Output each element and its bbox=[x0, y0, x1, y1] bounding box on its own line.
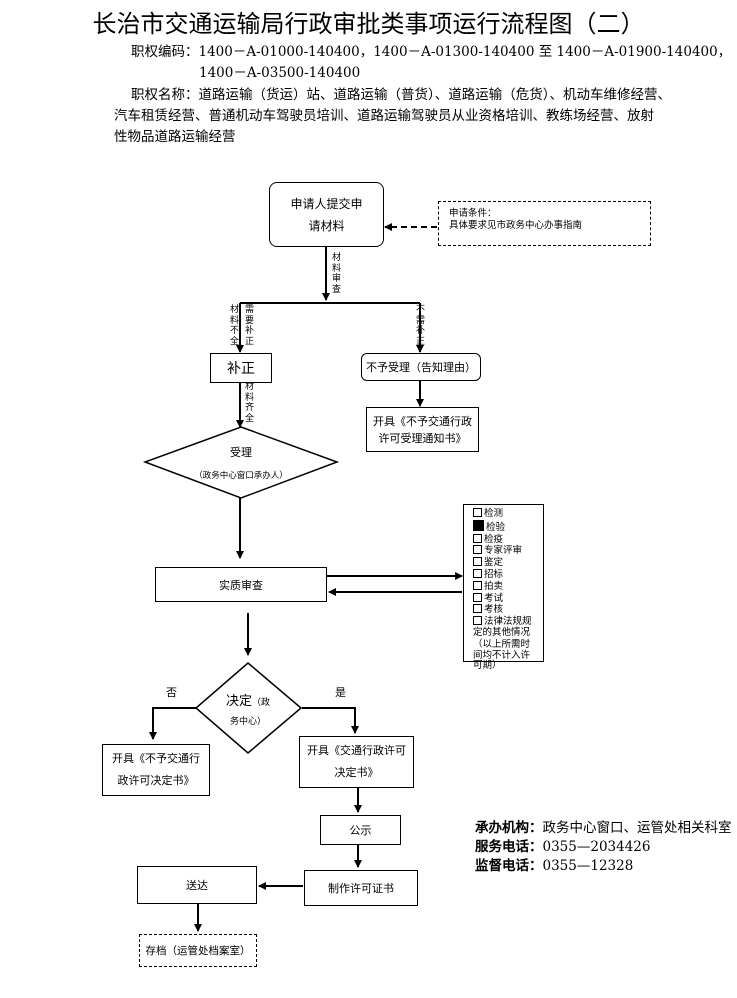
contact-block: 承办机构：政务中心窗口、运管处相关科室 服务电话：0355—2034426 监督… bbox=[475, 819, 732, 876]
arrow-decision-yes bbox=[302, 707, 359, 734]
checkbox-icon bbox=[473, 508, 482, 517]
checklist-item: 检疫 bbox=[473, 533, 539, 546]
service-value: 0355—2034426 bbox=[542, 839, 651, 855]
checkbox-icon bbox=[473, 545, 482, 555]
apply-text-1: 申请人提交申 bbox=[290, 196, 363, 211]
checklist-item-label: 拍卖 bbox=[484, 580, 504, 592]
checklist-item: 招标 bbox=[473, 568, 539, 581]
checkbox-icon bbox=[473, 557, 482, 567]
checklist-item: 鉴定 bbox=[473, 557, 539, 569]
decision-subtext-2: 务中心） bbox=[229, 717, 266, 727]
archive-box: 存档（运管处档案室） bbox=[139, 934, 257, 967]
name-label: 职权名称： bbox=[131, 87, 199, 103]
decision-subtext-1: （政 bbox=[252, 698, 271, 708]
accept-diamond bbox=[142, 426, 340, 499]
checkbox-icon bbox=[473, 580, 482, 590]
checkbox-icon bbox=[473, 568, 482, 578]
substantive-review-box: 实质审查 bbox=[155, 567, 327, 602]
make-certificate-box: 制作许可证书 bbox=[304, 870, 418, 906]
name-line-2: 汽车租赁经营、普通机动车驾驶员培训、道路运输驾驶员从业资格培训、教练场经营、放射 bbox=[114, 108, 654, 124]
deliver-box: 送达 bbox=[137, 866, 257, 904]
org-line: 承办机构：政务中心窗口、运管处相关科室 bbox=[475, 819, 732, 838]
checklist-item-label: 招标 bbox=[484, 568, 504, 580]
code-line-1: 职权编码：1400－A-01000-140400，1400－A-01300-14… bbox=[131, 42, 731, 62]
deny-text-1: 开具《不予交通行 bbox=[112, 752, 200, 765]
org-label: 承办机构： bbox=[475, 820, 543, 836]
need-correction-label: 需要补正 bbox=[244, 305, 254, 347]
apply-text-2: 请材料 bbox=[308, 218, 345, 233]
complete-label: 材料齐全 bbox=[244, 382, 254, 424]
checkbox-icon bbox=[473, 592, 482, 602]
deny-text-2: 政许可决定书》 bbox=[117, 774, 195, 787]
service-label: 服务电话： bbox=[475, 839, 543, 855]
checklist-item-label: 考试 bbox=[484, 592, 504, 604]
supervise-label: 监督电话： bbox=[475, 858, 543, 874]
code-label: 职权编码： bbox=[131, 44, 199, 60]
checklist-item: 考核 bbox=[473, 604, 539, 616]
org-value: 政务中心窗口、运管处相关科室 bbox=[542, 820, 732, 836]
checkbox-icon bbox=[473, 616, 482, 626]
apply-box: 申请人提交申 请材料 bbox=[269, 182, 384, 247]
checklist-item-label: 专家评审 bbox=[484, 545, 523, 557]
accept-sublabel: （政务中心窗口承办人） bbox=[194, 471, 288, 481]
accept-label: 受理 bbox=[230, 446, 252, 459]
reject-notice-text-1: 开具《不予交通行政 bbox=[373, 414, 472, 428]
checklist-items: 检测检验检疫专家评审鉴定招标拍卖考试考核法律法规规定的其他情况 bbox=[473, 508, 539, 639]
supervise-line: 监督电话：0355—12328 bbox=[475, 857, 732, 876]
name-line-3: 性物品道路运输经营 bbox=[114, 129, 236, 145]
incomplete-label: 材料不全 bbox=[229, 305, 239, 347]
correction-box: 补正 bbox=[210, 353, 272, 383]
checklist-item-label: 检验 bbox=[486, 521, 506, 533]
checklist-item-label: 检疫 bbox=[484, 533, 504, 545]
checklist-item: 拍卖 bbox=[473, 580, 539, 593]
checklist-note: （以上所需时间均不计入许可期） bbox=[473, 638, 531, 672]
supervise-value: 0355—12328 bbox=[542, 858, 634, 874]
deny-box: 开具《不予交通行 政许可决定书》 bbox=[102, 744, 210, 796]
checklist-item: 检测 bbox=[473, 508, 539, 520]
checkbox-checked-icon bbox=[473, 519, 484, 531]
conditions-text: 具体要求见市政务中心办事指南 bbox=[449, 220, 583, 231]
decision-diamond bbox=[194, 662, 303, 754]
checklist-item: 法律法规规定的其他情况 bbox=[473, 616, 539, 639]
checklist-item-label: 检测 bbox=[484, 508, 504, 519]
grant-text-1: 开具《交通行政许可 bbox=[307, 744, 406, 757]
decision-label: 决定（政 bbox=[200, 690, 296, 709]
checklist-box: 检测检验检疫专家评审鉴定招标拍卖考试考核法律法规规定的其他情况 （以上所需时间均… bbox=[463, 504, 544, 671]
grant-text-2: 决定书》 bbox=[334, 766, 379, 779]
not-needed-label: 不需补正 bbox=[415, 305, 425, 347]
name-value-1: 道路运输（货运）站、道路运输（普货）、道路运输（危货）、机动车维修经营、 bbox=[198, 87, 672, 103]
code-line-2: 1400－A-03500-140400 bbox=[199, 65, 361, 81]
code-value-1: 1400－A-01000-140400，1400－A-01300-140400 … bbox=[198, 44, 732, 60]
checklist-item-label: 法律法规规定的其他情况 bbox=[473, 616, 532, 638]
yes-label: 是 bbox=[335, 686, 346, 699]
checklist-item: 检验 bbox=[473, 519, 539, 534]
checklist-item: 专家评审 bbox=[473, 545, 539, 557]
checklist-item-label: 鉴定 bbox=[484, 557, 504, 569]
name-line-1: 职权名称：道路运输（货运）站、道路运输（普货）、道路运输（危货）、机动车维修经营… bbox=[131, 85, 671, 105]
review-label: 材料审查 bbox=[331, 253, 341, 295]
publicize-box: 公示 bbox=[320, 815, 401, 845]
checklist-item-label: 考核 bbox=[484, 604, 504, 616]
checkbox-icon bbox=[473, 533, 482, 543]
conditions-box: 申请条件： 具体要求见市政务中心办事指南 bbox=[438, 201, 651, 246]
decision-text: 决定 bbox=[225, 694, 252, 709]
checkbox-icon bbox=[473, 604, 482, 614]
reject-notice-text-2: 许可受理通知书》 bbox=[378, 431, 467, 445]
no-label: 否 bbox=[166, 686, 177, 699]
grant-box: 开具《交通行政许可 决定书》 bbox=[299, 736, 414, 788]
service-line: 服务电话：0355—2034426 bbox=[475, 838, 732, 857]
page-title: 长治市交通运输局行政审批类事项运行流程图（二） bbox=[92, 10, 645, 38]
checklist-item: 考试 bbox=[473, 592, 539, 605]
arrow-decision-no bbox=[149, 707, 196, 740]
reject-box: 不予受理（告知理由） bbox=[361, 353, 481, 381]
reject-notice-box: 开具《不予交通行政 许可受理通知书》 bbox=[366, 407, 479, 452]
conditions-title: 申请条件： bbox=[449, 208, 497, 219]
